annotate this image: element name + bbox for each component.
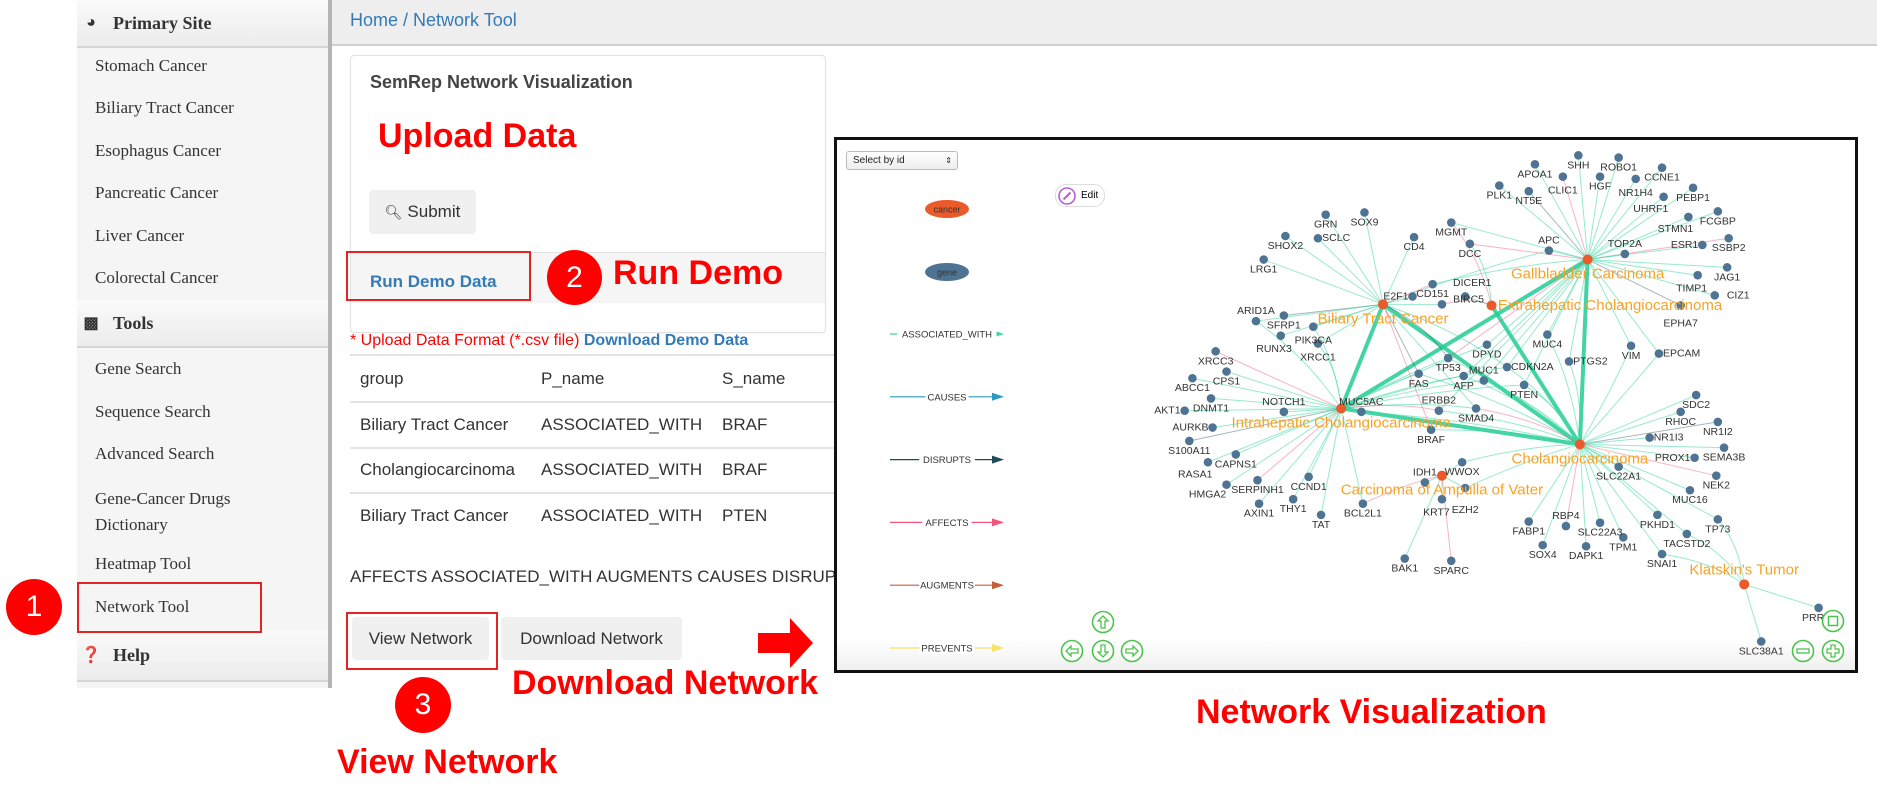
sidebar-item-stomach-cancer[interactable]: Stomach Cancer (95, 56, 207, 75)
view-network-button[interactable]: View Network (352, 617, 489, 660)
highlight-run-demo (346, 251, 531, 301)
run-demo-data-link[interactable]: Run Demo Data (370, 272, 497, 291)
predicate-list: AFFECTS ASSOCIATED_WITH AUGMENTS CAUSES … (350, 567, 858, 586)
sidebar-item-pancreatic-cancer[interactable]: Pancreatic Cancer (95, 183, 219, 202)
top-bar (332, 0, 1877, 46)
edit-label: Edit (1081, 190, 1099, 201)
step-1-badge: 1 (6, 579, 62, 635)
table-cell: Cholangiocarcinoma (360, 460, 515, 479)
select-arrows-icon: ⇕ (945, 156, 952, 165)
sidebar-item-liver-cancer[interactable]: Liver Cancer (95, 226, 185, 245)
annotation-network-visualization: Network Visualization (1196, 693, 1547, 731)
select-by-id-dropdown[interactable]: Select by id ⇕ (846, 151, 958, 170)
item-label-line1: Gene-Cancer Drugs (95, 489, 231, 508)
breadcrumb[interactable]: Home / Network Tool (350, 10, 517, 30)
table-border (350, 447, 835, 449)
section-title: Primary Site (113, 12, 212, 33)
sidebar-item-gene-cancer-drugs-dictionary[interactable]: Gene-Cancer Drugs Dictionary (95, 486, 230, 538)
sidebar-section-primary-site[interactable]: ◕ Primary Site (77, 0, 328, 48)
step-3-badge: 3 (395, 677, 451, 733)
network-canvas[interactable] (834, 137, 1858, 673)
table-cell: BRAF (722, 415, 768, 434)
format-note: * Upload Data Format (*.csv file) Downlo… (350, 332, 748, 350)
sidebar-item-esophagus-cancer[interactable]: Esophagus Cancer (95, 141, 222, 160)
sidebar-section-tools[interactable]: ▩ Tools (77, 300, 328, 348)
sidebar-item-network-tool[interactable]: Network Tool (95, 597, 190, 616)
table-cell: PTEN (722, 506, 768, 525)
sidebar-section-help[interactable]: ❓ Help (77, 630, 328, 682)
edit-button[interactable]: Edit (1055, 184, 1105, 207)
right-arrow-icon (758, 618, 813, 668)
sidebar-divider (328, 0, 332, 688)
item-label-line2: Dictionary (95, 515, 168, 534)
step-2-badge: 2 (547, 250, 602, 305)
table-header-p-name: P_name (541, 369, 605, 388)
annotation-upload-data: Upload Data (378, 117, 577, 155)
pencil-circle-icon (1058, 186, 1076, 205)
table-cell: Biliary Tract Cancer (360, 415, 509, 434)
download-network-button[interactable]: Download Network (501, 617, 682, 660)
table-cell: ASSOCIATED_WITH (541, 415, 703, 434)
table-header-group: group (360, 369, 404, 388)
highlight-network-tool (77, 582, 262, 633)
table-cell: Biliary Tract Cancer (360, 506, 509, 525)
sidebar: ◕ Primary Site Stomach Cancer Biliary Tr… (77, 0, 328, 688)
briefcase-icon: ▩ (83, 315, 99, 332)
section-title: Tools (113, 312, 154, 333)
submit-button[interactable]: 🔍︎ Submit (369, 190, 476, 234)
sidebar-item-biliary-tract-cancer[interactable]: Biliary Tract Cancer (95, 98, 234, 117)
table-border (350, 492, 835, 494)
annotation-view-network: View Network (337, 743, 558, 781)
table-border (350, 401, 835, 403)
section-title: Help (113, 644, 151, 665)
dashboard-icon: ◕ (86, 14, 96, 31)
annotation-run-demo: Run Demo (613, 254, 783, 292)
table-header-s-name: S_name (722, 369, 786, 388)
table-border (350, 354, 835, 356)
table-cell: ASSOCIATED_WITH (541, 506, 703, 525)
sidebar-item-sequence-search[interactable]: Sequence Search (95, 402, 211, 421)
panel-title: SemRep Network Visualization (370, 72, 633, 92)
search-icon: 🔍︎ (384, 203, 403, 220)
format-note-text: * Upload Data Format (*.csv file) (350, 332, 580, 349)
sidebar-item-colorectal-cancer[interactable]: Colorectal Cancer (95, 268, 219, 287)
download-demo-data-link[interactable]: Download Demo Data (583, 332, 749, 349)
sidebar-item-advanced-search[interactable]: Advanced Search (95, 444, 215, 463)
table-cell: ASSOCIATED_WITH (541, 460, 703, 479)
submit-label: Submit (407, 202, 461, 221)
question-circle-icon: ❓ (81, 647, 101, 664)
sidebar-item-gene-search[interactable]: Gene Search (95, 359, 182, 378)
highlight-view-network (346, 612, 498, 670)
select-label: Select by id (853, 155, 905, 166)
sidebar-item-heatmap-tool[interactable]: Heatmap Tool (95, 554, 192, 573)
annotation-download-network: Download Network (512, 664, 819, 702)
table-cell: BRAF (722, 460, 768, 479)
